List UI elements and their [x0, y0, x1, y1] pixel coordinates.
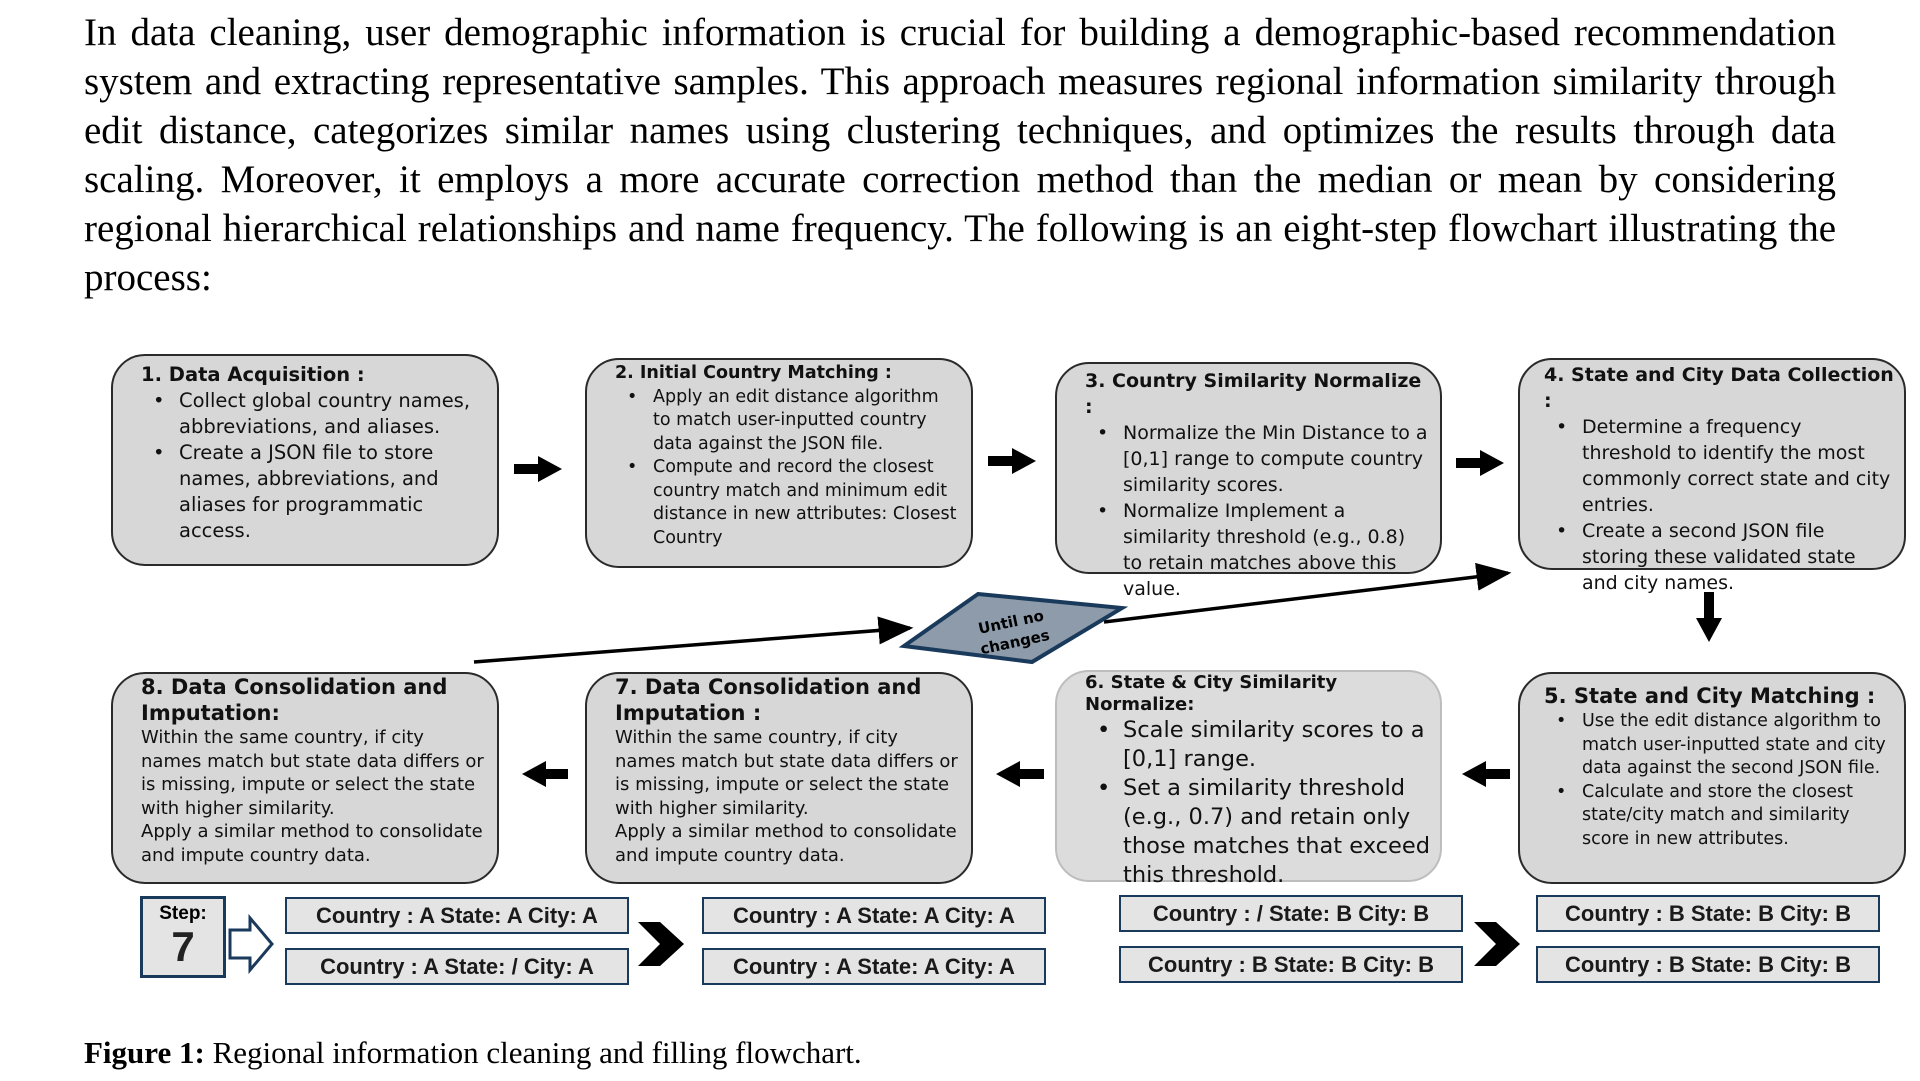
step-1-bullet-2: Create a JSON file to store names, abbre… — [153, 440, 487, 544]
step-4-box: 4. State and City Data Collection : Dete… — [1518, 358, 1906, 594]
intro-paragraph: In data cleaning, user demographic infor… — [84, 11, 1836, 299]
figure-caption-label: Figure 1: — [84, 1035, 205, 1070]
step-6-box: 6. State & City Similarity Normalize: Sc… — [1055, 670, 1442, 888]
step-3-bullet-1: Normalize the Min Distance to a [0,1] ra… — [1097, 420, 1430, 498]
step-1-bullet-1: Collect global country names, abbreviati… — [153, 388, 487, 440]
arrow-7-to-8 — [522, 761, 568, 787]
step-8-paragraph-1: Within the same country, if city names m… — [141, 727, 484, 819]
step-7-box: 7. Data Consolidation and Imputation : W… — [585, 672, 973, 884]
step-indicator-label: Step: — [159, 903, 207, 924]
chevron-left-example-icon — [638, 922, 684, 966]
step-4-bullet-1: Determine a frequency threshold to ident… — [1556, 414, 1896, 518]
loop-line-from-8 — [473, 616, 914, 664]
example-right-before-1: Country : / State: B City: B — [1119, 895, 1463, 932]
step-2-bullet-1: Apply an edit distance algorithm to matc… — [627, 386, 961, 457]
example-left-before-2: Country : A State: / City: A — [285, 948, 629, 985]
example-left-after-1: Country : A State: A City: A — [702, 897, 1046, 934]
step-arrow-icon — [228, 913, 274, 975]
step-2-title: 2. Initial Country Matching : — [615, 363, 892, 383]
step-3-list: Normalize the Min Distance to a [0,1] ra… — [1085, 420, 1430, 602]
step-indicator-number: 7 — [171, 923, 195, 970]
arrow-5-to-6 — [1462, 761, 1510, 787]
example-left-after-2: Country : A State: A City: A — [702, 948, 1046, 985]
figure-caption-text: Regional information cleaning and fillin… — [204, 1035, 862, 1070]
example-right-before-2: Country : B State: B City: B — [1119, 946, 1463, 983]
loop-decision-diamond — [898, 591, 1129, 665]
step-5-bullet-2: Calculate and store the closest state/ci… — [1556, 781, 1896, 852]
step-3-bullet-2: Normalize Implement a similarity thresho… — [1097, 498, 1430, 602]
figure-caption: Figure 1: Regional information cleaning … — [84, 1035, 862, 1071]
step-6-bullet-1: Scale similarity scores to a [0,1] range… — [1097, 716, 1430, 774]
step-4-title: 4. State and City Data Collection : — [1544, 364, 1894, 412]
step-6-list: Scale similarity scores to a [0,1] range… — [1085, 716, 1430, 890]
step-7-paragraph-1: Within the same country, if city names m… — [615, 727, 958, 819]
step-2-bullet-2: Compute and record the closest country m… — [627, 456, 961, 550]
step-5-title: 5. State and City Matching : — [1544, 684, 1876, 708]
step-8-title: 8. Data Consolidation and Imputation: — [141, 675, 448, 725]
step-5-list: Use the edit distance algorithm to match… — [1544, 710, 1896, 851]
step-1-list: Collect global country names, abbreviati… — [141, 388, 487, 544]
arrow-2-to-3 — [988, 448, 1036, 474]
arrow-6-to-7 — [996, 761, 1044, 787]
chevron-right-example-icon — [1474, 922, 1520, 966]
example-left-before-1: Country : A State: A City: A — [285, 897, 629, 934]
step-3-box: 3. Country Similarity Normalize : Normal… — [1055, 362, 1442, 600]
example-right-after-2: Country : B State: B City: B — [1536, 946, 1880, 983]
step-2-box: 2. Initial Country Matching : Apply an e… — [585, 358, 973, 568]
step-5-bullet-1: Use the edit distance algorithm to match… — [1556, 710, 1896, 781]
arrow-3-to-4 — [1456, 450, 1504, 476]
step-1-title: 1. Data Acquisition : — [141, 363, 365, 386]
step-7-paragraph-2: Apply a similar method to consolidate an… — [615, 821, 957, 866]
step-4-bullet-2: Create a second JSON file storing these … — [1556, 518, 1896, 596]
arrow-4-to-5 — [1696, 592, 1722, 642]
step-4-list: Determine a frequency threshold to ident… — [1544, 414, 1896, 596]
step-1-box: 1. Data Acquisition : Collect global cou… — [111, 354, 499, 566]
step-2-list: Apply an edit distance algorithm to matc… — [615, 386, 961, 551]
step-7-title: 7. Data Consolidation and Imputation : — [615, 675, 922, 725]
step-indicator: Step: 7 — [140, 896, 226, 978]
step-6-bullet-2: Set a similarity threshold (e.g., 0.7) a… — [1097, 774, 1430, 890]
step-5-box: 5. State and City Matching : Use the edi… — [1518, 672, 1906, 884]
step-6-title: 6. State & City Similarity Normalize: — [1085, 672, 1338, 715]
example-right-after-1: Country : B State: B City: B — [1536, 895, 1880, 932]
step-8-box: 8. Data Consolidation and Imputation: Wi… — [111, 672, 499, 884]
step-3-title: 3. Country Similarity Normalize : — [1085, 370, 1422, 418]
step-8-paragraph-2: Apply a similar method to consolidate an… — [141, 821, 483, 866]
arrow-1-to-2 — [514, 456, 562, 482]
